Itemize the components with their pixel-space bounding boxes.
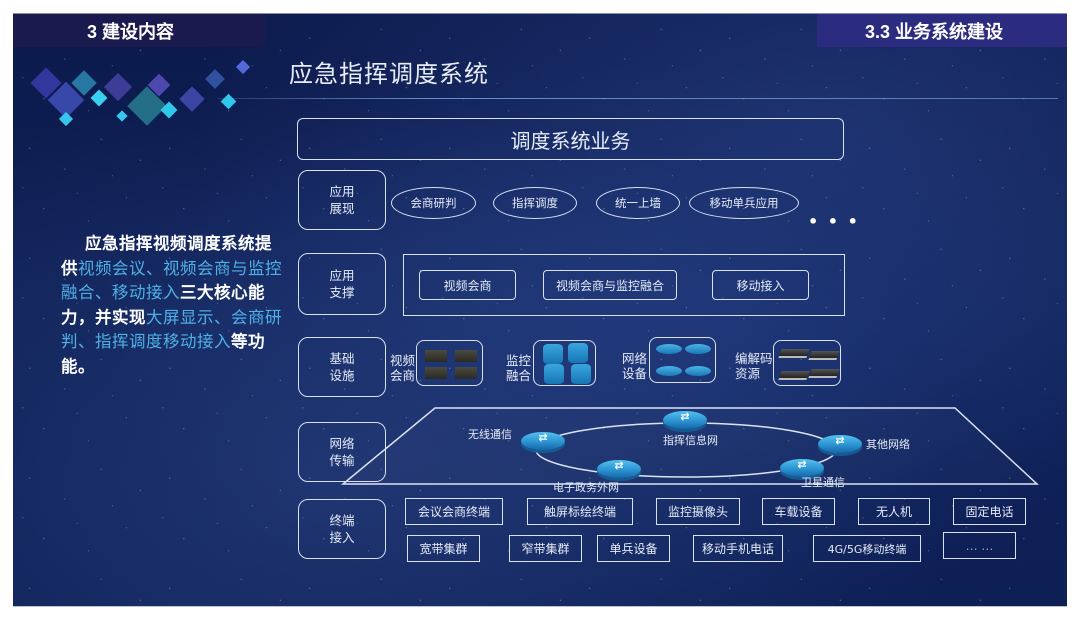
starfield-background — [13, 14, 1067, 606]
router-icon — [571, 364, 591, 384]
terminal-camera: 监控摄像头 — [656, 498, 740, 525]
layer-label-network: 网络 传输 — [298, 422, 386, 482]
title-divider — [218, 98, 1058, 99]
subsection-header: 3.3 业务系统建设 — [817, 14, 1067, 47]
router-icon — [780, 458, 824, 477]
router-icon — [568, 343, 588, 363]
desc-seg-3: 大屏显示、会商研判、指挥调度移动接入 — [61, 307, 282, 352]
app-item-mobile-soldier: 移动单兵应用 — [689, 187, 799, 219]
desc-seg-1: 视频会议、视频会商与监控融合、移动接入 — [61, 258, 282, 303]
terminal-broadband-trunk: 宽带集群 — [407, 535, 480, 562]
more-indicator: • • • — [808, 212, 860, 231]
infra-box-codec-resources — [773, 340, 841, 386]
layer-label-support: 应用 支撑 — [298, 253, 386, 315]
router-icon — [597, 459, 641, 478]
terminal-landline: 固定电话 — [953, 498, 1026, 525]
infra-label-network-equipment: 网络 设备 — [622, 351, 648, 381]
server-icon — [425, 367, 447, 379]
infra-box-video-consult — [416, 340, 483, 386]
support-container — [403, 254, 845, 316]
infra-label-video-consult: 视频 会商 — [390, 353, 416, 383]
router-icon — [656, 344, 682, 354]
layer-label-presentation: 应用 展现 — [298, 170, 386, 230]
server-icon — [455, 367, 477, 379]
terminal-4g5g: 4G/5G移动终端 — [813, 535, 921, 562]
dispatch-business-title: 调度系统业务 — [510, 128, 631, 153]
app-item-wall-display: 统一上墙 — [596, 187, 680, 219]
infra-box-network-equipment — [649, 337, 716, 383]
terminal-vehicle: 车载设备 — [762, 498, 835, 525]
net-node-wireless: 无线通信 — [468, 428, 512, 441]
terminal-more: … … — [943, 532, 1016, 559]
router-icon — [663, 410, 707, 429]
terminal-soldier-device: 单兵设备 — [597, 535, 670, 562]
router-icon — [544, 364, 564, 384]
app-item-command: 指挥调度 — [493, 187, 577, 219]
description-text: 应急指挥视频调度系统提供视频会议、视频会商与监控融合、移动接入三大核心能力，并实… — [61, 232, 283, 379]
page-title: 应急指挥调度系统 — [289, 60, 489, 88]
slide: 3 建设内容 3.3 业务系统建设 应急指挥调度系统 应急指挥视频调度系统提供视… — [13, 13, 1067, 607]
router-icon — [543, 344, 563, 364]
support-item-video-consult: 视频会商 — [419, 270, 516, 300]
section-header: 3 建设内容 — [13, 14, 265, 47]
dispatch-business-title-box: 调度系统业务 — [297, 118, 844, 160]
router-icon — [521, 431, 565, 450]
router-icon — [656, 366, 682, 376]
terminal-conference: 会议会商终端 — [405, 498, 503, 525]
app-item-consultation: 会商研判 — [391, 187, 476, 219]
router-icon — [685, 366, 711, 376]
net-node-other-networks: 其他网络 — [866, 438, 910, 451]
terminal-touch-plotting: 触屏标绘终端 — [527, 498, 633, 525]
terminal-mobile-phone: 移动手机电话 — [693, 535, 783, 562]
terminal-narrowband-trunk: 窄带集群 — [509, 535, 582, 562]
layer-label-terminal: 终端 接入 — [298, 499, 386, 559]
net-node-satellite: 卫星通信 — [801, 476, 845, 489]
support-item-video-monitor-fusion: 视频会商与监控融合 — [543, 270, 677, 300]
section-label: 3 建设内容 — [87, 21, 175, 42]
infra-label-monitor-fusion: 监控 融合 — [506, 353, 532, 383]
desc-seg-2: 三大核心能力，并实现 — [61, 283, 265, 327]
infra-box-monitor-fusion — [533, 340, 596, 386]
desc-seg-4: 等功能。 — [61, 332, 265, 376]
net-node-command-network: 指挥信息网 — [663, 434, 718, 447]
terminal-drone: 无人机 — [858, 498, 930, 525]
router-icon — [685, 344, 711, 354]
router-icon — [818, 434, 862, 453]
infra-label-codec-resources: 编解码 资源 — [735, 351, 773, 381]
layer-label-infrastructure: 基础 设施 — [298, 337, 386, 397]
subsection-label: 3.3 业务系统建设 — [865, 21, 1004, 42]
support-item-mobile-access: 移动接入 — [712, 270, 809, 300]
desc-seg-0: 应急指挥视频调度系统提供 — [61, 234, 272, 278]
net-node-egov-network: 电子政务外网 — [553, 481, 619, 494]
server-icon — [455, 350, 477, 362]
server-icon — [425, 350, 447, 362]
